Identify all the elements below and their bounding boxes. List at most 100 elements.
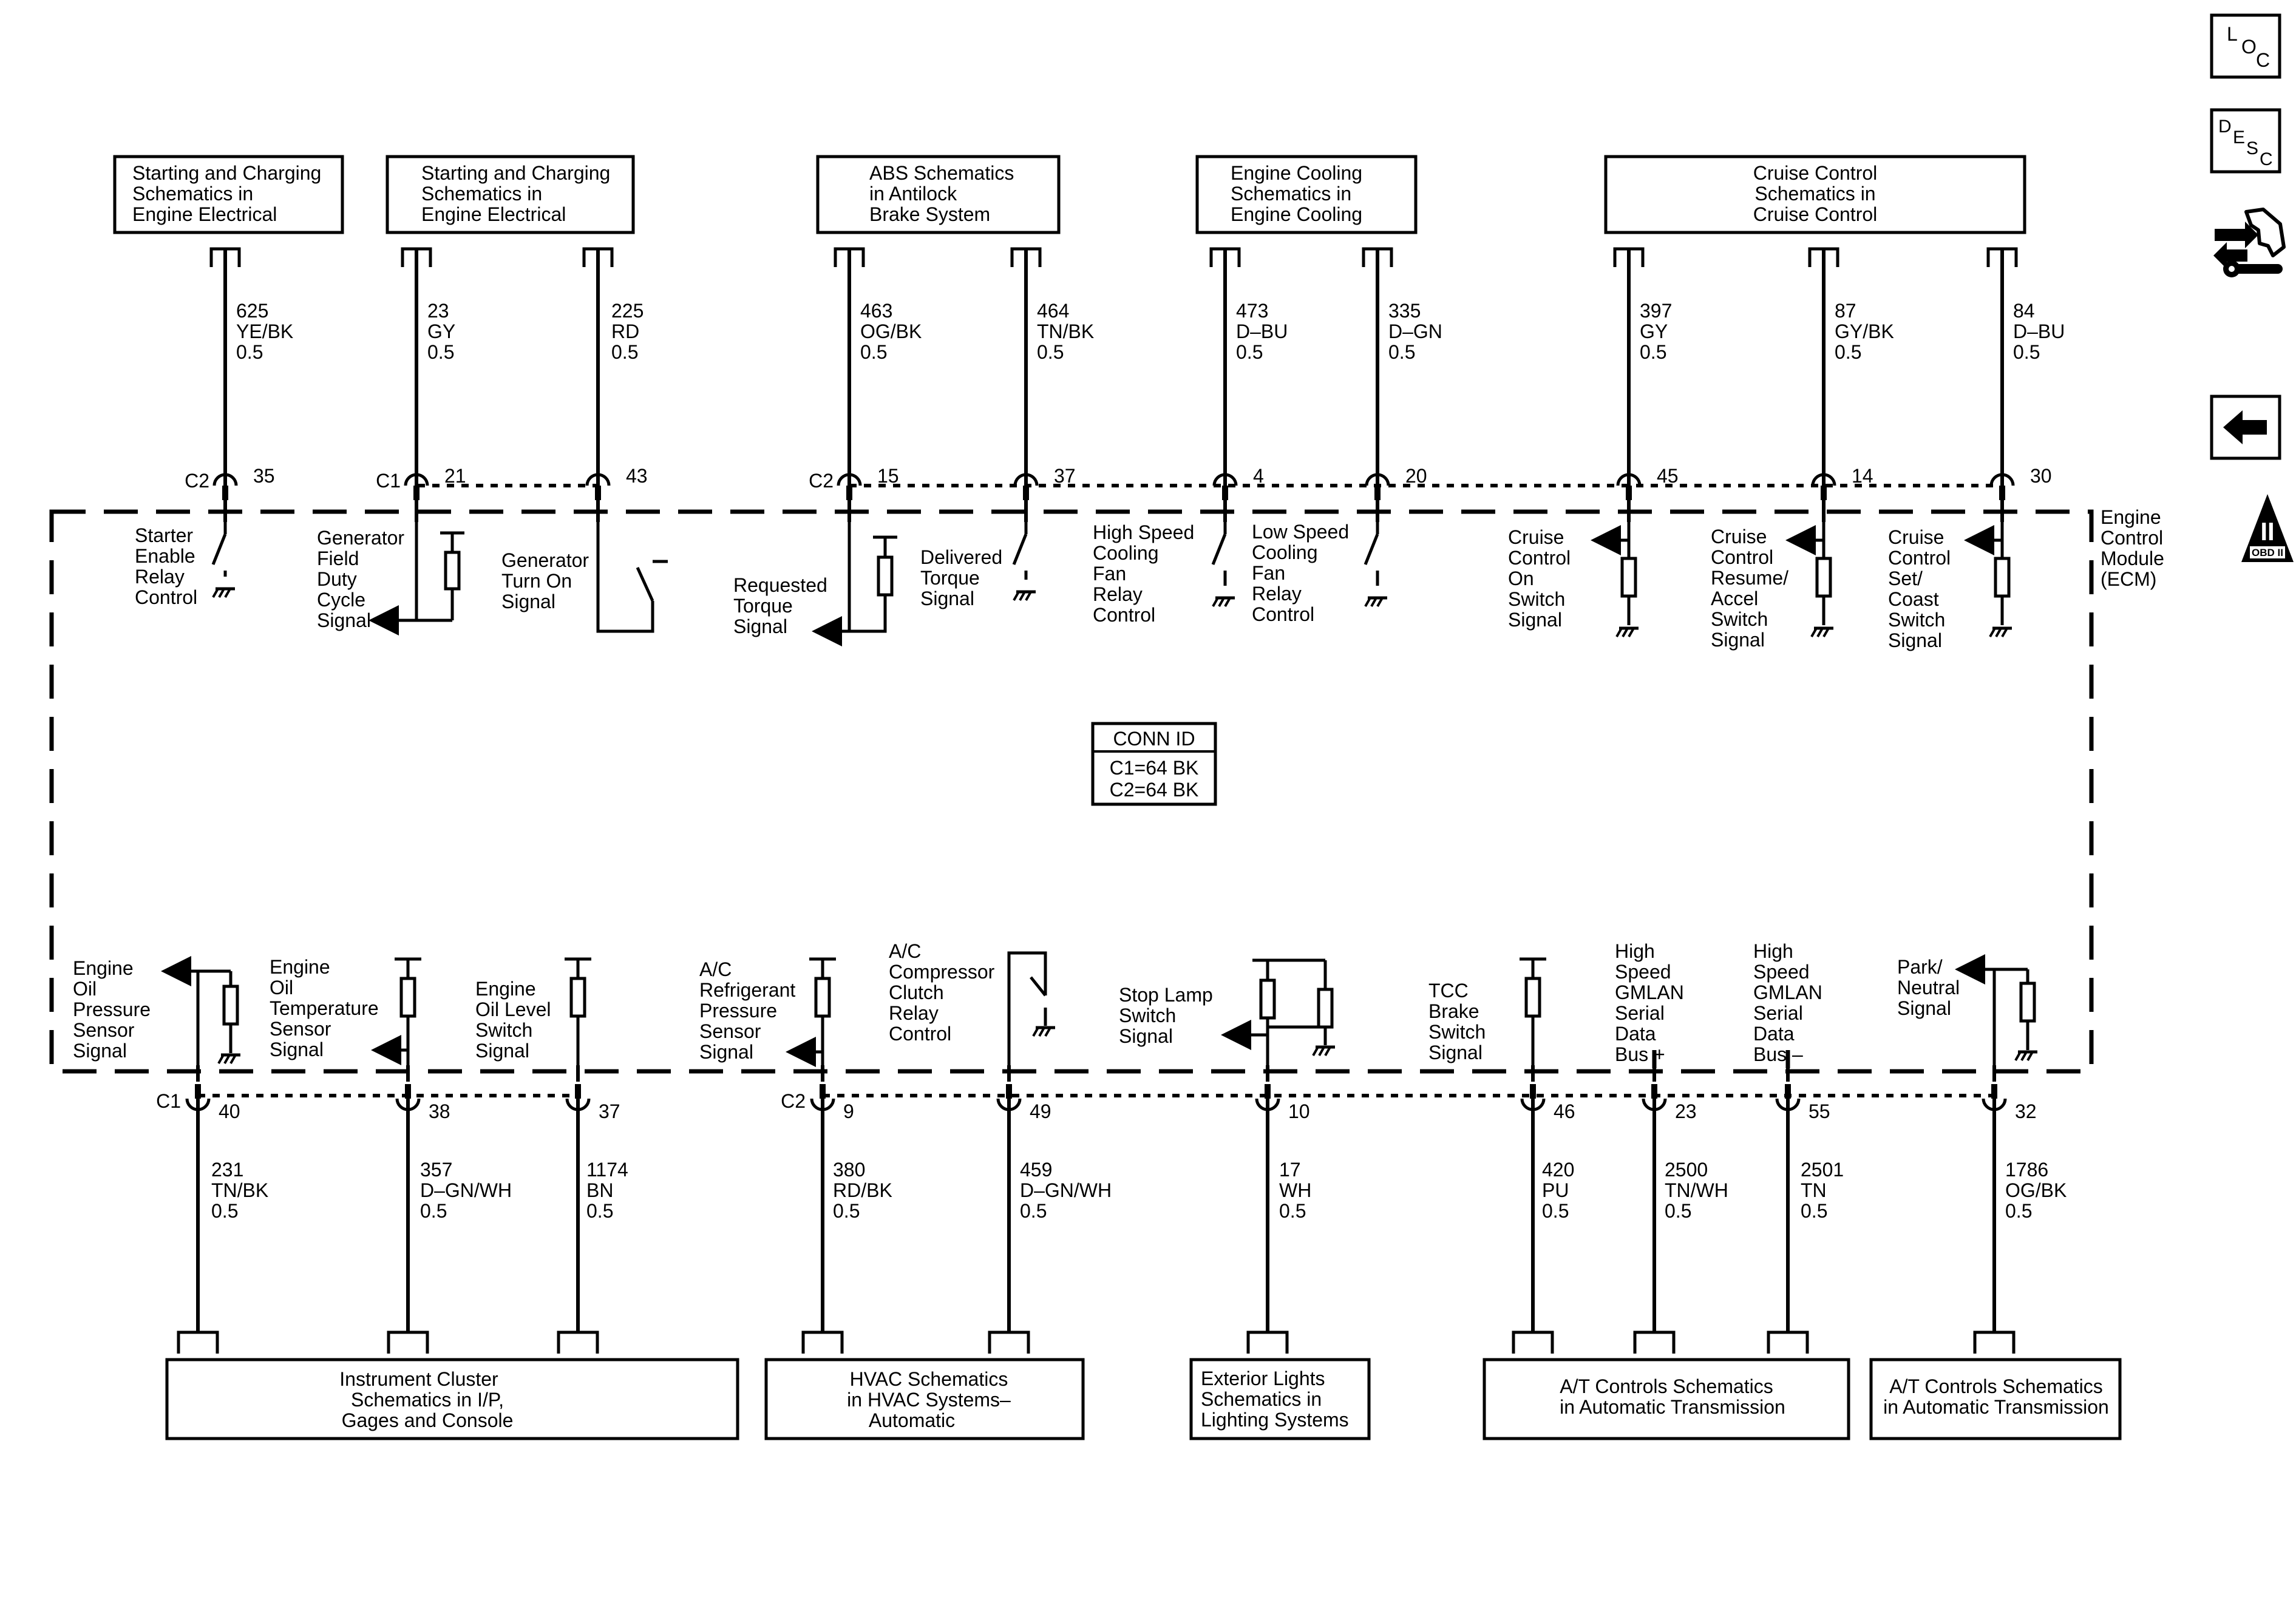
circuit-label: Signal xyxy=(270,1039,324,1060)
pin-number: 14 xyxy=(1852,465,1873,487)
circuit-label: Signal xyxy=(920,588,974,609)
back-button[interactable] xyxy=(2210,395,2281,460)
desc-letter: C xyxy=(2260,149,2273,169)
circuit-label: Resume/ xyxy=(1711,567,1788,589)
bottom-destination-box[interactable]: A/T Controls Schematics in Automatic Tra… xyxy=(1869,1358,2122,1440)
pin-number: 55 xyxy=(1809,1100,1830,1122)
top-box-text: Starting and Charging xyxy=(421,162,610,184)
wire-label: 2500 xyxy=(1665,1159,1708,1181)
circuit-label: Speed xyxy=(1615,961,1671,983)
wire-label: 357 xyxy=(420,1159,452,1181)
circuit-label: Sensor xyxy=(270,1018,331,1040)
wire-label: TN/WH xyxy=(1665,1179,1728,1201)
conn-id-title: CONN ID xyxy=(1113,728,1195,750)
top-box-text: ABS Schematics xyxy=(869,162,1014,184)
circuit-label: Switch xyxy=(1888,609,1945,631)
bottom-destination-box[interactable]: A/T Controls Schematics in Automatic Tra… xyxy=(1483,1358,1850,1440)
bottom-box-text: Schematics in I/P, xyxy=(351,1389,504,1411)
top-circuit[interactable]: 87GY/BK0.514CruiseControlResume/AccelSwi… xyxy=(1711,247,1894,651)
circuit-label: Turn On xyxy=(501,570,572,592)
wire-label: 0.5 xyxy=(2013,341,2040,363)
connector-id: C2 xyxy=(185,470,209,492)
wire-label: 335 xyxy=(1388,300,1421,322)
desc-button[interactable]: D E S C xyxy=(2210,108,2281,174)
circuit-label: Bus – xyxy=(1753,1043,1803,1065)
wire-label: 625 xyxy=(236,300,268,322)
pin-number: 21 xyxy=(444,465,466,487)
circuit-label: Signal xyxy=(1428,1042,1483,1063)
circuit-label: Switch xyxy=(1711,608,1768,630)
bottom-box-text: Lighting Systems xyxy=(1201,1409,1349,1431)
circuit-label: High xyxy=(1615,940,1655,962)
top-box-text: Engine Electrical xyxy=(421,203,566,225)
circuit-label: Generator xyxy=(317,527,404,549)
circuit-label: Requested xyxy=(733,574,827,596)
connector-view-button[interactable] xyxy=(2210,203,2289,279)
pin-number: 9 xyxy=(843,1100,854,1122)
circuit-label: Signal xyxy=(1897,997,1951,1019)
top-destination-box[interactable]: ABS Schematics in Antilock Brake System xyxy=(816,155,1061,234)
connector-wrench-icon xyxy=(2213,208,2286,277)
bottom-box-text: HVAC Schematics xyxy=(850,1368,1008,1390)
bottom-circuit[interactable]: 357D–GN/WH0.538EngineOilTemperatureSenso… xyxy=(270,956,512,1354)
circuit-label: Field xyxy=(317,547,359,569)
circuit-label: Starter xyxy=(135,524,193,546)
wire-label: D–BU xyxy=(2013,320,2065,342)
pin-number: 15 xyxy=(877,465,899,487)
circuit-label: Engine xyxy=(475,978,536,1000)
bottom-destination-box[interactable]: HVAC Schematics in HVAC Systems– Automat… xyxy=(764,1358,1085,1440)
top-destination-box[interactable]: Engine Cooling Schematics in Engine Cool… xyxy=(1195,155,1418,234)
circuit-label: Park/ xyxy=(1897,956,1943,978)
wire-label: 0.5 xyxy=(833,1200,860,1222)
bottom-circuit[interactable]: 380RD/BK0.59C2A/CRefrigerantPressureSens… xyxy=(699,958,892,1354)
desc-letter: D xyxy=(2218,117,2232,137)
bottom-circuit[interactable]: 459D–GN/WH0.549A/CCompressorClutchRelayC… xyxy=(889,940,1112,1354)
pin-number: 49 xyxy=(1030,1100,1051,1122)
top-box-text: Schematics in xyxy=(421,183,542,205)
circuit-label: High xyxy=(1753,940,1793,962)
bottom-box-text: in HVAC Systems– xyxy=(847,1389,1011,1411)
ecm-module-name: Engine Control Module (ECM) xyxy=(2101,506,2164,590)
loc-button[interactable]: L O C xyxy=(2210,13,2281,79)
bottom-circuit[interactable]: 231TN/BK0.540C1EngineOilPressureSensorSi… xyxy=(73,957,268,1354)
bottom-destination-box[interactable]: Instrument Cluster Schematics in I/P, Ga… xyxy=(165,1358,739,1440)
top-destination-box[interactable]: Cruise Control Schematics in Cruise Cont… xyxy=(1604,155,2026,234)
conn-id-line: C2=64 BK xyxy=(1110,779,1199,801)
bottom-circuit[interactable]: 2500TN/WH0.523HighSpeedGMLANSerialDataBu… xyxy=(1615,940,1728,1354)
circuit-label: Signal xyxy=(317,609,371,631)
top-circuit[interactable]: 84D–BU0.530CruiseControlSet/CoastSwitchS… xyxy=(1888,247,2065,651)
circuit-label: Set/ xyxy=(1888,568,1923,589)
top-box-text: Cruise Control xyxy=(1753,203,1878,225)
bottom-destination-box[interactable]: Exterior Lights Schematics in Lighting S… xyxy=(1189,1358,1371,1440)
circuit-label: Serial xyxy=(1615,1002,1665,1024)
circuit-label: Data xyxy=(1753,1023,1795,1045)
circuit-label: Refrigerant xyxy=(699,979,795,1001)
top-destination-box[interactable]: Starting and Charging Schematics in Engi… xyxy=(113,155,344,234)
wire-label: OG/BK xyxy=(860,320,922,342)
circuit-label: Torque xyxy=(920,567,980,589)
wire-label: 1786 xyxy=(2005,1159,2048,1181)
top-box-text: Schematics in xyxy=(1754,183,1875,205)
wire-label: 231 xyxy=(211,1159,243,1181)
wire-label: TN/BK xyxy=(1037,320,1094,342)
top-box-text: Brake System xyxy=(869,203,990,225)
circuit-label: GMLAN xyxy=(1753,981,1822,1003)
circuit-label: Control xyxy=(1093,604,1155,626)
back-arrow-icon xyxy=(2210,395,2281,460)
top-destination-box[interactable]: Starting and Charging Schematics in Engi… xyxy=(385,155,635,234)
obd-ii-button[interactable]: II OBD II xyxy=(2239,490,2296,566)
circuit-label: Control xyxy=(1252,603,1314,625)
